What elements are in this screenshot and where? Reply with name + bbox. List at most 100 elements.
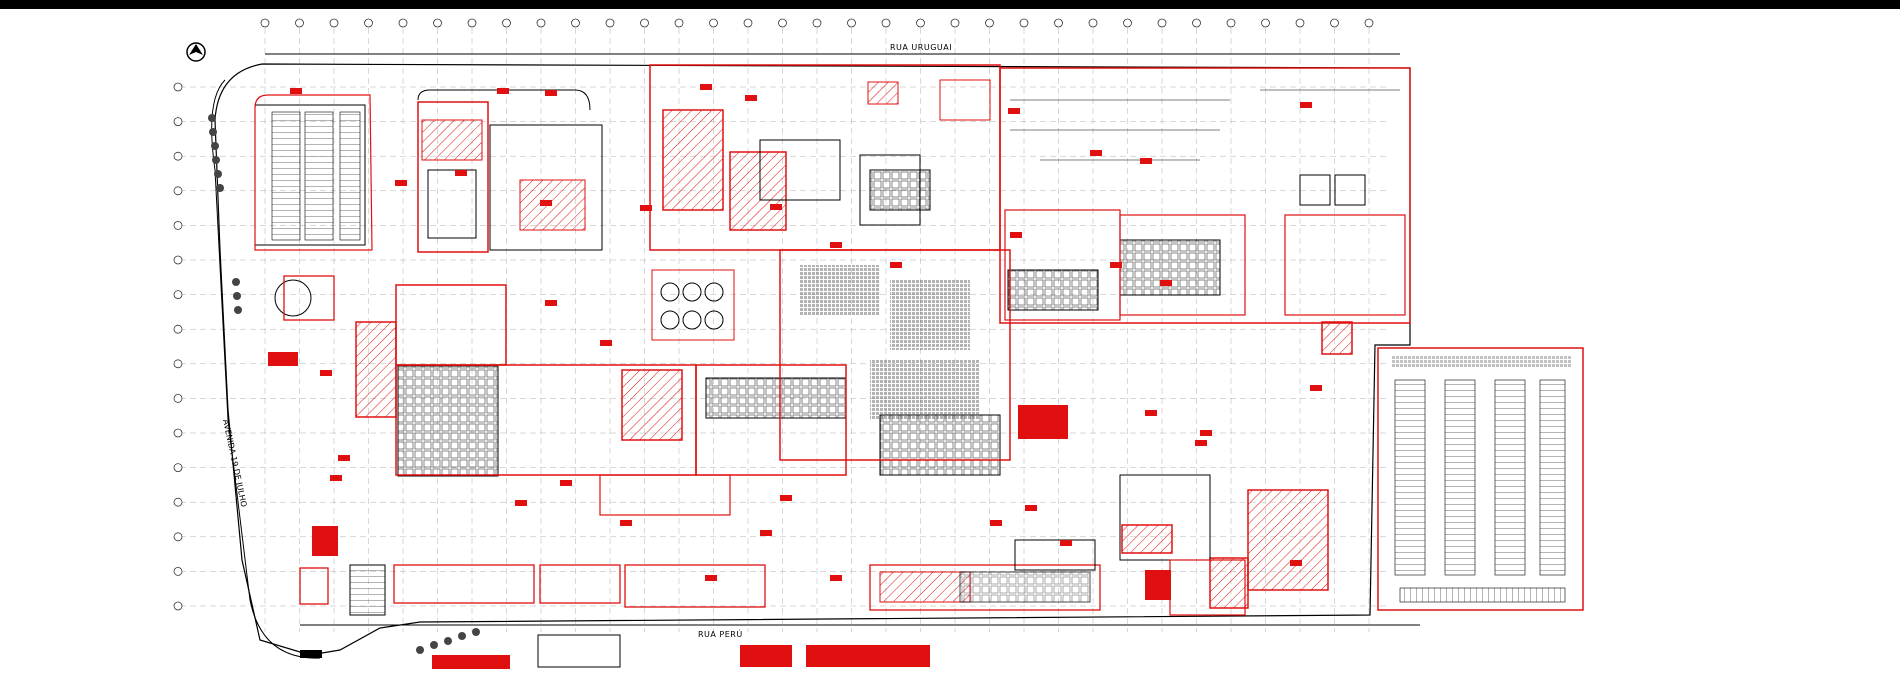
central-building bbox=[649, 64, 1001, 251]
annotation-tag bbox=[1060, 540, 1072, 546]
rack-area-4 bbox=[1119, 239, 1221, 296]
grid-bubble bbox=[173, 290, 183, 300]
annotation-tag bbox=[745, 95, 757, 101]
grid-bubble bbox=[433, 18, 442, 28]
annotation-tag bbox=[395, 180, 407, 186]
grid-bubble bbox=[295, 18, 304, 28]
annotation-tag bbox=[540, 200, 552, 206]
annotation-tag bbox=[1160, 280, 1172, 286]
rack-area-3 bbox=[879, 414, 1001, 476]
parking-lot-northwest bbox=[254, 94, 373, 251]
rack-area-6 bbox=[869, 169, 931, 211]
grid-bubble bbox=[1261, 18, 1270, 28]
building-block-d bbox=[695, 364, 847, 476]
annotation-tag bbox=[1090, 150, 1102, 156]
north-arrow-icon bbox=[186, 42, 206, 62]
grid-bubble bbox=[640, 18, 649, 28]
grid-bubble bbox=[502, 18, 511, 28]
grid-bubble bbox=[1192, 18, 1201, 28]
grid-bubble bbox=[571, 18, 580, 28]
annotation-tag bbox=[497, 88, 509, 94]
annotation-tag bbox=[1140, 158, 1152, 164]
annotation-tag bbox=[770, 204, 782, 210]
grid-bubble bbox=[1295, 18, 1305, 28]
annotation-tag bbox=[620, 520, 632, 526]
legend-blocks bbox=[268, 352, 1171, 669]
annotation-tag bbox=[640, 205, 652, 211]
grid-bubble bbox=[605, 18, 615, 28]
annotation-tag bbox=[338, 455, 350, 461]
street-south-label: RUA PERÚ bbox=[698, 628, 743, 639]
annotation-tag bbox=[1300, 102, 1312, 108]
grid-bubble bbox=[1019, 18, 1029, 28]
top-border-strip bbox=[0, 0, 1900, 9]
grid-bubble bbox=[173, 324, 183, 334]
grid-bubble bbox=[1088, 18, 1098, 28]
hatched-zone-6 bbox=[1321, 321, 1353, 355]
hatched-zone-4 bbox=[621, 369, 683, 441]
grid-bubble bbox=[173, 117, 183, 126]
grid-bubble bbox=[364, 18, 373, 28]
annotation-tag bbox=[990, 520, 1002, 526]
annotation-tag bbox=[1110, 262, 1122, 268]
annotation-tag bbox=[1290, 560, 1302, 566]
annotation-tag bbox=[290, 88, 302, 94]
grid-bubble bbox=[1226, 18, 1236, 28]
grid-columns bbox=[260, 18, 1374, 632]
annotation-tag bbox=[1008, 108, 1020, 114]
hatched-zone-1 bbox=[662, 109, 724, 211]
annotation-tag bbox=[1195, 440, 1207, 446]
annotation-tag bbox=[545, 90, 557, 96]
annotation-tag bbox=[700, 84, 712, 90]
grid-bubble bbox=[173, 532, 183, 542]
grid-bubble bbox=[173, 497, 183, 507]
hatched-zone-5 bbox=[1247, 489, 1329, 591]
roundabout bbox=[274, 275, 335, 321]
grid-bubble bbox=[173, 359, 183, 369]
grid-bubble bbox=[847, 18, 856, 28]
grid-bubble bbox=[950, 18, 960, 28]
grid-bubble bbox=[173, 601, 183, 611]
grid-bubble bbox=[398, 18, 408, 28]
building-block-e bbox=[599, 474, 731, 516]
annotation-tag bbox=[830, 575, 842, 581]
grid-bubble bbox=[812, 18, 822, 28]
machinery-2 bbox=[890, 280, 970, 350]
street-west-label: AVENIDA 19 DE JULHO bbox=[221, 419, 248, 508]
annotation-tag bbox=[760, 530, 772, 536]
tree-row bbox=[208, 114, 480, 654]
machinery-3 bbox=[870, 360, 980, 420]
grid-bubble bbox=[778, 18, 787, 28]
annotation-tag bbox=[1025, 505, 1037, 511]
grid-bubble bbox=[916, 18, 925, 28]
grid-bubble bbox=[173, 186, 183, 196]
hatched-zone-7 bbox=[1121, 524, 1173, 554]
annotation-tag bbox=[560, 480, 572, 486]
grid-bubble bbox=[1364, 18, 1374, 28]
annotation-tag bbox=[600, 340, 612, 346]
annotation-tag bbox=[330, 475, 342, 481]
grid-bubble bbox=[1123, 18, 1132, 28]
annotation-tag bbox=[1145, 410, 1157, 416]
street-north-label: RUA URUGUAI bbox=[890, 43, 952, 52]
tank-farm bbox=[651, 269, 735, 341]
grid-bubble bbox=[674, 18, 684, 28]
grid-bubble bbox=[743, 18, 753, 28]
machinery-1 bbox=[800, 265, 880, 315]
parking-lot-southeast bbox=[1377, 347, 1584, 611]
rack-area-5 bbox=[1007, 269, 1099, 311]
annotation-tag bbox=[545, 300, 557, 306]
grid-bubble bbox=[173, 463, 183, 473]
building-block-b bbox=[395, 284, 507, 366]
grid-bubble bbox=[709, 18, 718, 28]
grid-bubble bbox=[985, 18, 994, 28]
building-block-f bbox=[1119, 474, 1211, 561]
annotation-tags bbox=[290, 84, 1322, 581]
grid-bubble bbox=[173, 255, 183, 265]
grid-bubble bbox=[1330, 18, 1339, 28]
annotation-tag bbox=[890, 262, 902, 268]
grid-bubble bbox=[329, 18, 339, 28]
annotation-tag bbox=[320, 370, 332, 376]
annotation-tag bbox=[780, 495, 792, 501]
grid-bubble bbox=[1157, 18, 1167, 28]
